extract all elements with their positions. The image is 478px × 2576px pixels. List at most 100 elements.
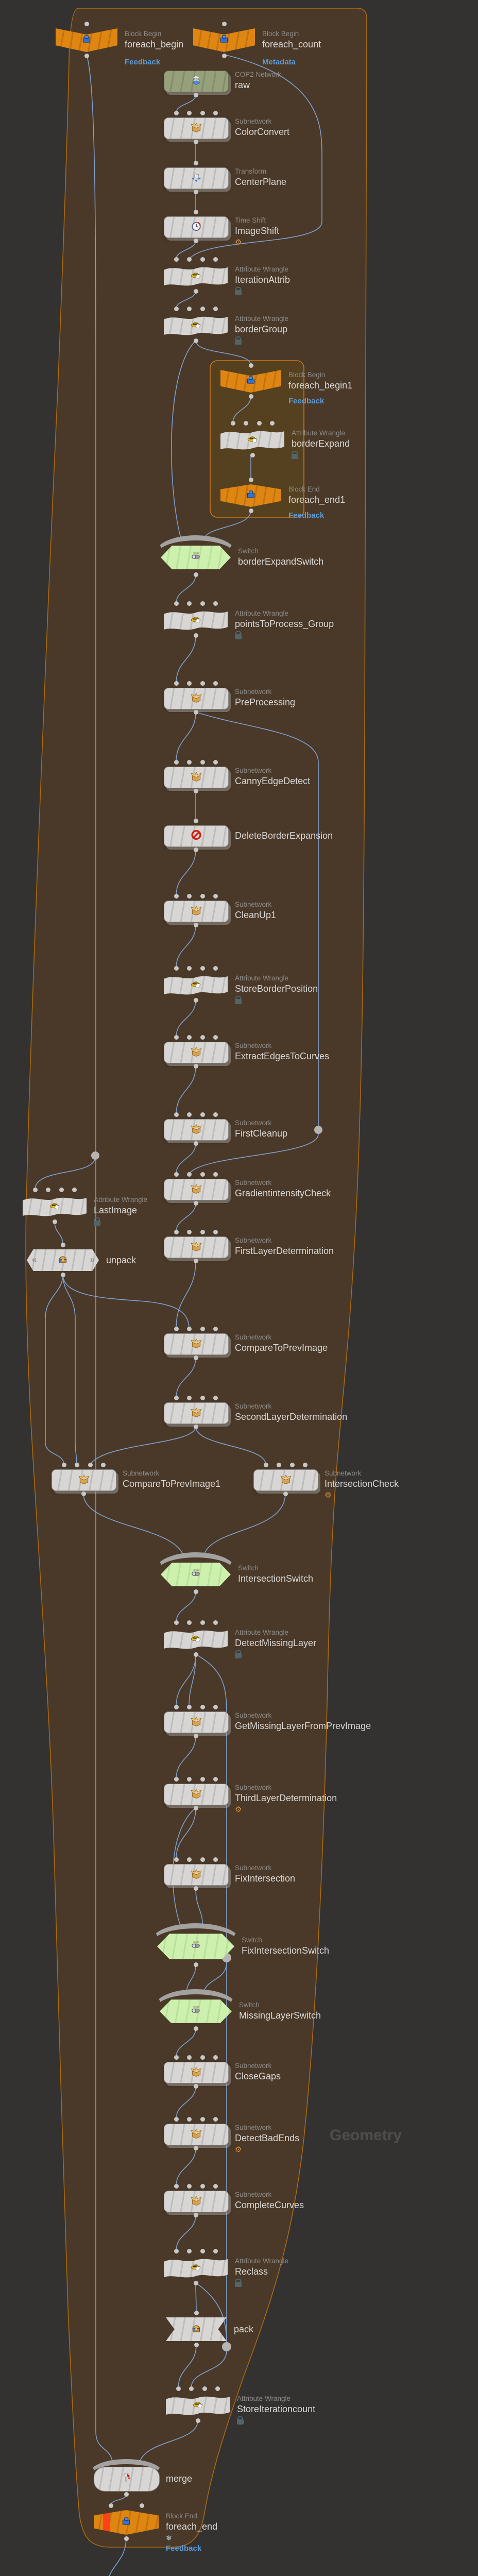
input-connector[interactable] [186,601,192,606]
input-connector[interactable] [140,2503,144,2508]
input-connector[interactable] [213,1777,218,1782]
node-unpack[interactable]: «»unpack [27,1243,136,1277]
input-connector[interactable] [186,894,192,899]
node-body[interactable] [220,370,281,393]
input-connector[interactable] [186,1857,192,1862]
node-body[interactable]: »« [166,2317,227,2341]
input-connector[interactable] [200,257,205,262]
input-connector[interactable] [186,1172,192,1177]
input-connector[interactable] [200,894,205,899]
input-connector[interactable] [72,1188,77,1192]
input-connector[interactable] [176,2386,181,2391]
input-connector[interactable] [200,2117,205,2122]
node-body[interactable] [164,264,228,287]
input-connector[interactable] [263,1463,268,1467]
input-connector[interactable] [200,1857,205,1862]
input-connector[interactable] [200,681,205,686]
input-connector[interactable] [174,2117,179,2122]
input-connector[interactable] [230,421,235,426]
input-connector[interactable] [189,2386,194,2391]
node-body[interactable] [161,1563,231,1586]
lock-icon[interactable] [235,287,242,296]
lock-icon[interactable] [235,996,242,1005]
node-body[interactable] [253,1469,318,1491]
input-connector[interactable] [200,2184,205,2189]
input-connector[interactable] [200,1035,205,1040]
input-connector[interactable] [200,760,205,765]
node-body[interactable] [164,1402,229,1424]
output-connector[interactable] [193,2146,198,2150]
input-connector[interactable] [174,2184,179,2189]
output-connector[interactable] [193,338,198,343]
output-connector[interactable] [194,2343,199,2347]
node-body[interactable] [164,1864,229,1886]
output-connector[interactable] [193,848,198,852]
input-connector[interactable] [200,2055,205,2060]
input-connector[interactable] [174,1035,179,1040]
node-body[interactable] [94,2510,159,2535]
output-connector[interactable] [124,2536,129,2541]
input-connector[interactable] [193,210,198,214]
node-body[interactable] [164,1119,229,1141]
input-connector[interactable] [186,2055,192,2060]
input-connector[interactable] [213,307,218,311]
output-connector[interactable] [52,1219,57,1224]
node-body[interactable] [220,428,284,451]
input-connector[interactable] [213,966,218,971]
output-connector[interactable] [193,2281,198,2285]
input-connector[interactable] [213,601,218,606]
input-connector[interactable] [200,966,205,971]
input-connector[interactable] [243,421,248,426]
node-body[interactable]: «» [27,1249,99,1271]
input-connector[interactable] [174,2249,179,2253]
output-connector[interactable] [193,1589,198,1594]
node-body[interactable] [164,1236,229,1258]
input-connector[interactable] [186,2184,192,2189]
lock-icon[interactable] [237,2416,244,2425]
input-connector[interactable] [186,1777,192,1782]
node-body[interactable] [164,1711,229,1733]
lock-icon[interactable] [235,631,242,640]
input-connector[interactable] [213,760,218,765]
node-body[interactable] [94,2467,160,2492]
input-connector[interactable] [186,111,192,115]
node-body[interactable] [166,2393,230,2417]
input-connector[interactable] [194,2311,199,2315]
node-body[interactable] [164,608,228,632]
input-connector[interactable] [186,1112,192,1117]
input-connector[interactable] [109,2503,113,2508]
input-connector[interactable] [200,2249,205,2253]
output-connector[interactable] [193,1425,198,1429]
output-connector[interactable] [124,2492,129,2497]
node-body[interactable] [161,546,231,569]
lock-icon[interactable] [235,2279,242,2287]
node-body[interactable] [160,1999,232,2023]
input-connector[interactable] [257,421,262,426]
output-connector[interactable] [193,140,198,144]
input-connector[interactable] [186,1327,192,1331]
node-pack[interactable]: »«pack [166,2311,253,2347]
node-body[interactable] [164,1333,229,1355]
lock-icon[interactable] [235,336,242,345]
input-connector[interactable] [289,1463,295,1467]
input-connector[interactable] [186,2117,192,2122]
input-connector[interactable] [213,257,218,262]
output-connector[interactable] [84,54,89,58]
input-connector[interactable] [186,966,192,971]
